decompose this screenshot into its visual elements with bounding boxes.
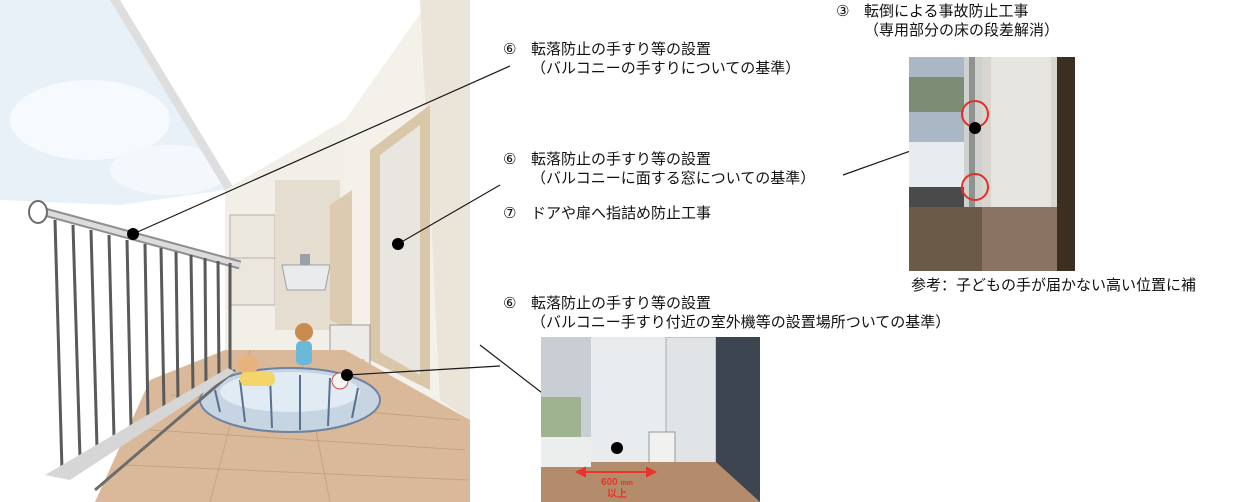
railing-balusters (53, 219, 232, 471)
label-title: 転落防止の手すり等の設置 (531, 151, 712, 168)
marker-photo-unit (611, 442, 623, 454)
label-number: ⑥ (503, 41, 517, 58)
label-number: ⑦ (503, 205, 517, 222)
label-subtitle: （バルコニー手すり付近の室外機等の設置場所ついての基準） (531, 314, 951, 331)
label-number: ⑥ (503, 151, 517, 168)
label-outdoor-unit-standard: ⑥ 転落防止の手すり等の設置 （バルコニー手すり付近の室外機等の設置場所ついての基… (503, 294, 950, 332)
marker-dots (127, 228, 404, 381)
label-window-standard: ⑥ 転落防止の手すり等の設置 （バルコニーに面する窓についての基準） (503, 150, 815, 188)
measure-arrow (574, 466, 658, 478)
label-title: 転倒による事故防止工事 (864, 3, 1029, 20)
measure-value: 600 (601, 477, 618, 488)
photo-outdoor-unit-spacing: 600 mm 以上 (541, 337, 760, 502)
railing-base (45, 368, 235, 480)
measure-label: 600 mm 以上 (593, 477, 641, 500)
photo-caption: 参考：子どもの手が届かない高い位置に補 (911, 277, 1197, 294)
marker-railing (127, 228, 139, 240)
label-title: ドアや扉へ指詰め防止工事 (531, 205, 712, 222)
child-girl-head (238, 355, 258, 375)
highlight-circle-lower (961, 173, 989, 201)
right-wall-shadow (420, 0, 470, 420)
window-frame-back (330, 190, 352, 330)
marker-window (392, 238, 404, 250)
ceiling-line (110, 0, 235, 190)
marker-door (969, 122, 981, 134)
child-boy-head (295, 323, 313, 341)
label-subtitle: （バルコニーの手すりについての基準） (531, 60, 801, 77)
label-subtitle: （バルコニーに面する窓についての基準） (531, 170, 816, 187)
child-girl-body (240, 372, 275, 386)
label-step-removal: ③ 転倒による事故防止工事 （専用部分の床の段差解消） (836, 2, 1059, 40)
sky-upper (110, 0, 420, 190)
cloud (110, 145, 230, 195)
child-boy-body (296, 341, 312, 365)
label-railing-standard: ⑥ 転落防止の手すり等の設置 （バルコニーの手すりについての基準） (503, 40, 800, 78)
cloud (10, 80, 170, 160)
measure-suffix: 以上 (607, 489, 627, 500)
label-subtitle: （専用部分の床の段差解消） (864, 22, 1060, 39)
label-number: ③ (836, 3, 850, 20)
marker-outdoor-unit (341, 369, 353, 381)
label-title: 転落防止の手すり等の設置 (531, 295, 712, 312)
label-finger-guard: ⑦ ドアや扉へ指詰め防止工事 (503, 204, 711, 223)
sink (281, 264, 331, 291)
photo-door-threshold (909, 57, 1075, 271)
window-glass (380, 125, 420, 375)
label-title: 転落防止の手すり等の設置 (531, 41, 712, 58)
label-number: ⑥ (503, 295, 517, 312)
measure-unit: mm (620, 480, 633, 487)
